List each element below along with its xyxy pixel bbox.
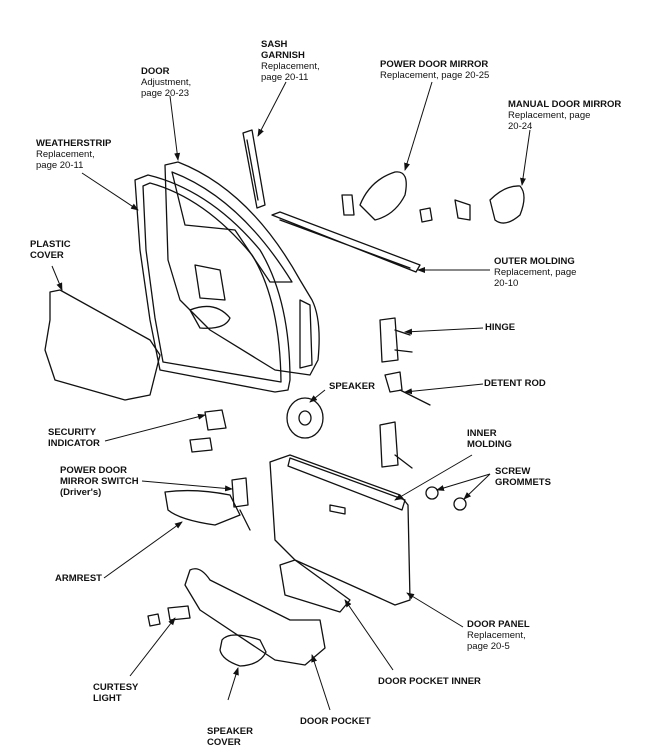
security-indicator-part [189,409,227,453]
label-outer-molding: OUTER MOLDING Replacement, page 20-10 [494,256,577,289]
armrest-part [164,489,241,526]
screw-grommet-part [453,497,467,511]
curtesy-light-part [147,605,191,627]
label-armrest: ARMREST [55,573,102,584]
label-door-pocket-inner: DOOR POCKET INNER [378,676,481,687]
label-power-door-mirror-switch: POWER DOOR MIRROR SWITCH (Driver's) [60,465,139,498]
power-door-mirror-part [341,171,407,221]
label-curtesy-light: CURTESY LIGHT [93,682,139,704]
label-manual-door-mirror: MANUAL DOOR MIRROR Replacement, page 20-… [508,99,622,132]
speaker-cover-part [219,634,267,667]
hinge-lower-part [379,421,413,469]
label-speaker-cover: SPEAKER COVER [207,726,253,748]
door-panel-part [269,454,411,606]
weatherstrip-part [134,174,291,393]
label-screw-grommets: SCREW GROMMETS [495,466,551,488]
label-detent-rod: DETENT ROD [484,378,546,389]
plastic-cover-part [44,289,161,401]
door-shell-part [164,161,320,376]
label-door: DOOR Adjustment, page 20-23 [141,66,192,99]
label-sash-garnish: SASH GARNISH Replacement, page 20-11 [261,39,320,83]
label-weatherstrip: WEATHERSTRIP Replacement, page 20-11 [36,138,112,171]
label-plastic-cover: PLASTIC COVER [30,239,71,261]
detent-rod-part [384,371,431,406]
label-security-indicator: SECURITY INDICATOR [48,427,100,449]
label-hinge: HINGE [485,322,516,333]
manual-door-mirror-part [419,185,525,224]
screw-grommet-part [425,486,439,500]
label-inner-molding: INNER MOLDING [467,428,512,450]
label-power-door-mirror: POWER DOOR MIRROR Replacement, page 20-2… [380,59,490,81]
hinge-part [379,317,413,363]
label-door-pocket: DOOR POCKET [300,716,371,727]
leader-lines [51,81,531,711]
door-pocket-inner-part [279,559,351,613]
mirror-switch-part [231,477,251,531]
label-door-panel: DOOR PANEL Replacement, page 20-5 [467,619,530,652]
sash-garnish-part [242,129,266,209]
outer-molding-part [271,211,421,273]
speaker-part [286,397,324,439]
door-pocket-part [184,568,326,666]
label-speaker: SPEAKER [329,381,375,392]
